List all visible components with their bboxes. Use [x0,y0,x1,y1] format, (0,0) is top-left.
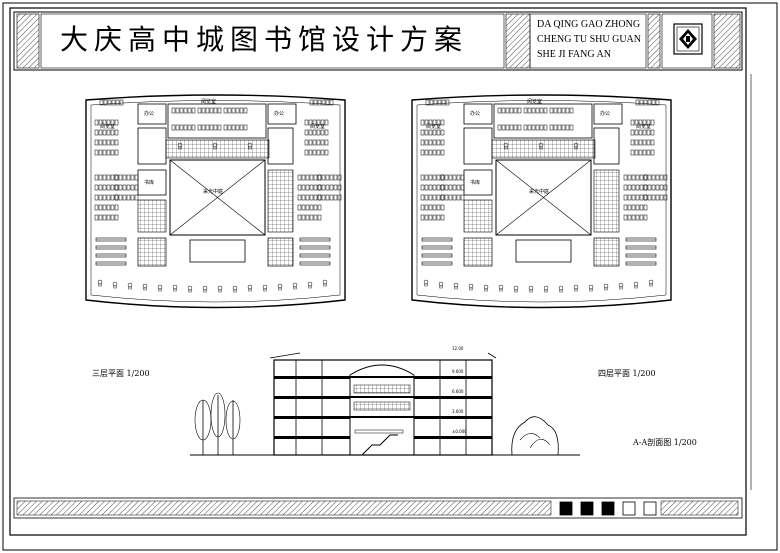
svg-text:办公: 办公 [600,110,610,117]
svg-text:采光中庭: 采光中庭 [203,188,223,195]
svg-text:12.00: 12.00 [452,346,464,351]
pinyin-line: SHE JI FANG AN [537,49,611,60]
pinyin-line: DA QING GAO ZHONG [537,19,641,30]
legend-swatch [601,501,615,516]
section-drawing: 12.00 9.600 6.600 3.600 ±0.000 [190,346,580,456]
svg-text:阅览室: 阅览室 [100,123,115,130]
fourth-floor-plan: 办公 办公 阅览室 阅览室 阅览室 书库 采光中庭 [411,94,672,309]
svg-text:办公: 办公 [470,110,480,117]
legend-swatch [559,501,573,516]
title-block [13,11,743,71]
svg-text:阅览室: 阅览室 [527,98,542,105]
svg-text:书库: 书库 [144,179,154,186]
third-floor-label: 三层平面 1/200 [92,369,150,378]
pinyin-line: CHENG TU SHU GUAN [537,34,641,45]
svg-text:6.600: 6.600 [452,389,464,394]
legend-swatch [622,501,636,516]
third-floor-plan: 办公 办公 阅览室 阅览室 阅览室 书库 采光中庭 [85,94,346,309]
tree-icon [194,392,241,455]
svg-text:阅览室: 阅览室 [636,123,651,130]
legend-swatch [580,501,594,516]
svg-text:阅览室: 阅览室 [201,98,216,105]
svg-text:办公: 办公 [274,110,284,117]
svg-text:书库: 书库 [470,179,480,186]
svg-text:3.600: 3.600 [452,409,464,414]
project-title: 大庆高中城图书馆设计方案 [60,23,469,56]
svg-text:办公: 办公 [144,110,154,117]
legend-swatch [643,501,657,516]
section-label: A-A剖面图 1/200 [633,438,697,447]
logo-emblem [673,23,703,55]
svg-text:±0.000: ±0.000 [452,429,467,434]
svg-text:9.600: 9.600 [452,369,464,374]
project-title-pinyin: DA QING GAO ZHONG CHENG TU SHU GUAN SHE … [537,17,641,62]
legend-swatches [559,501,657,516]
fourth-floor-label: 四层平面 1/200 [598,369,656,378]
svg-text:阅览室: 阅览室 [426,123,441,130]
svg-text:采光中庭: 采光中庭 [529,188,549,195]
shrub-icon [511,416,559,456]
svg-text:阅览室: 阅览室 [310,123,325,130]
bottom-strip [13,497,743,519]
